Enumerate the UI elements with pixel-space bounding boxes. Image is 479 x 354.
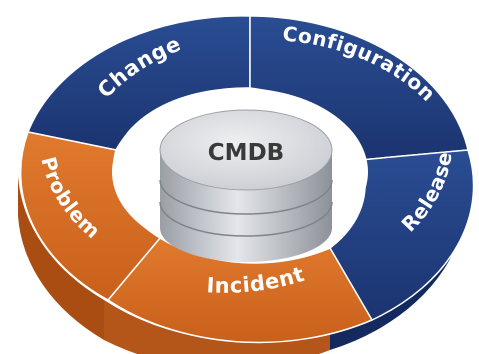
cmdb-label: CMDB [208, 140, 284, 166]
cmdb-database-icon: CMDB [159, 109, 333, 262]
segment-release [329, 149, 475, 321]
